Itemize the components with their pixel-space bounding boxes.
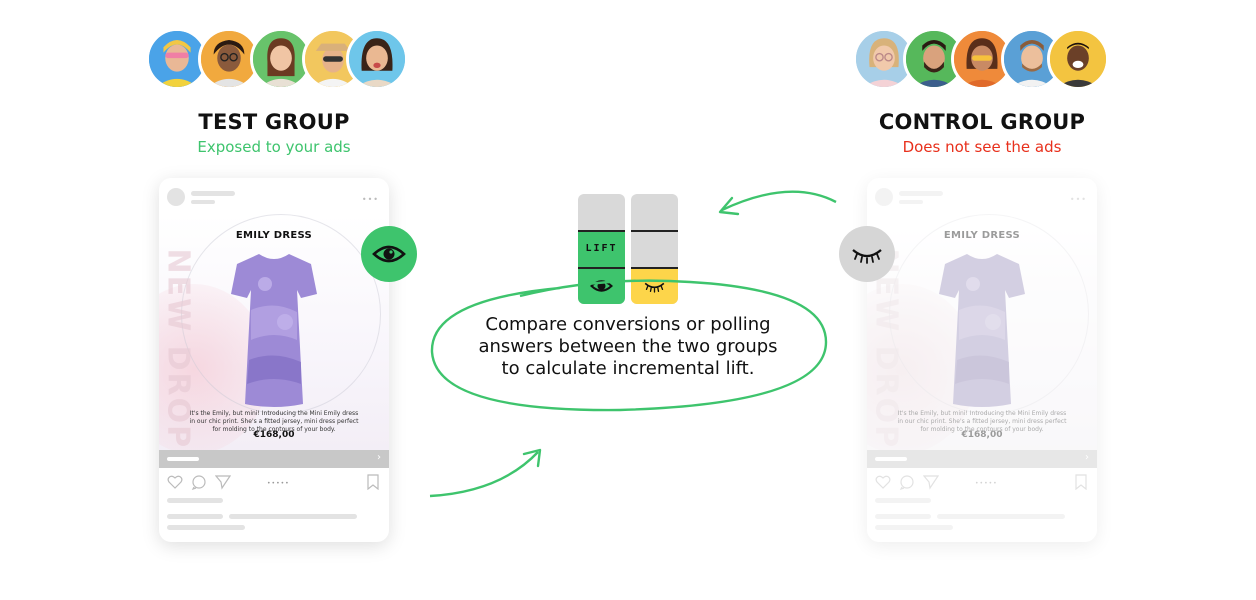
eye-closed-icon bbox=[644, 282, 665, 293]
arrow-from-test bbox=[429, 451, 539, 498]
arrow-from-control-head bbox=[718, 196, 740, 216]
avatar bbox=[903, 28, 965, 90]
control-group-avatars bbox=[853, 28, 1109, 90]
heart-icon[interactable] bbox=[167, 474, 183, 490]
avatar bbox=[346, 28, 408, 90]
test-group-title: TEST GROUP bbox=[198, 110, 350, 134]
post-avatar bbox=[875, 188, 893, 206]
share-icon[interactable] bbox=[923, 474, 939, 490]
test-ad-post: ••• NEW DROP EMILY DRESS It's the Emily,… bbox=[159, 178, 389, 542]
product-price: €168,00 bbox=[253, 430, 295, 440]
eye-open-icon bbox=[361, 226, 417, 282]
carousel-dots: ••••• bbox=[267, 480, 290, 487]
avatar bbox=[853, 28, 915, 90]
bar-divider bbox=[578, 267, 625, 269]
chevron-right-icon: › bbox=[377, 452, 381, 463]
post-actions: ••••• bbox=[875, 474, 1089, 492]
product-price: €168,00 bbox=[961, 430, 1003, 440]
comment-icon[interactable] bbox=[191, 474, 207, 490]
caption-placeholder bbox=[875, 514, 931, 519]
chevron-right-icon: › bbox=[1085, 452, 1089, 463]
post-username-placeholder bbox=[899, 191, 943, 196]
cta-bar[interactable]: › bbox=[867, 450, 1097, 468]
faded-post: ••• NEW DROP EMILY DRESS It's the Emily,… bbox=[867, 178, 1097, 542]
comparison-ellipse bbox=[430, 279, 828, 412]
product-name: EMILY DRESS bbox=[943, 230, 1021, 241]
control-group-subtitle: Does not see the ads bbox=[902, 138, 1062, 156]
test-group-subtitle: Exposed to your ads bbox=[197, 138, 351, 156]
likes-placeholder bbox=[875, 498, 931, 503]
bookmark-icon[interactable] bbox=[365, 474, 381, 490]
heart-icon[interactable] bbox=[875, 474, 891, 490]
avatar bbox=[951, 28, 1013, 90]
ad-creative: NEW DROP EMILY DRESS It's the Emily, but… bbox=[867, 214, 1097, 450]
decorative-circle bbox=[181, 214, 381, 414]
control-group-title: CONTROL GROUP bbox=[878, 110, 1086, 134]
cta-bar[interactable]: › bbox=[159, 450, 389, 468]
eye-closed-icon bbox=[839, 226, 895, 282]
caption-placeholder bbox=[229, 514, 357, 519]
comparison-text: Compare conversions or polling answers b… bbox=[430, 314, 826, 380]
unexposed-lift-bar bbox=[631, 194, 678, 304]
post-actions: ••••• bbox=[167, 474, 381, 492]
product-description: It's the Emily, but mini! Introducing th… bbox=[189, 410, 359, 433]
product-name: EMILY DRESS bbox=[235, 230, 313, 241]
post-subtitle-placeholder bbox=[899, 200, 923, 204]
avatar bbox=[146, 28, 208, 90]
comparison-text-line: to calculate incremental lift. bbox=[501, 358, 755, 379]
caption-placeholder bbox=[875, 525, 953, 530]
bar-divider bbox=[631, 267, 678, 269]
caption-placeholder bbox=[167, 525, 245, 530]
arrow-from-control bbox=[721, 190, 837, 212]
exposed-lift-bar: LIFT bbox=[578, 194, 625, 304]
ad-creative: NEW DROP EMILY DRESS It's the Emily, but… bbox=[159, 214, 389, 450]
comparison-text-line: Compare conversions or polling bbox=[485, 314, 771, 335]
dress-image bbox=[231, 254, 317, 407]
bar-divider bbox=[578, 230, 625, 232]
comparison-text-line: answers between the two groups bbox=[478, 336, 778, 357]
arrow-from-test-head bbox=[522, 448, 542, 468]
likes-placeholder bbox=[167, 498, 223, 503]
post-avatar bbox=[167, 188, 185, 206]
caption-placeholder bbox=[937, 514, 1065, 519]
bar-fill-yellow bbox=[631, 267, 678, 304]
avatar bbox=[1047, 28, 1109, 90]
product-description: It's the Emily, but mini! Introducing th… bbox=[897, 410, 1067, 433]
more-icon: ••• bbox=[361, 195, 379, 204]
share-icon[interactable] bbox=[215, 474, 231, 490]
bookmark-icon[interactable] bbox=[1073, 474, 1089, 490]
comment-icon[interactable] bbox=[899, 474, 915, 490]
bar-divider bbox=[631, 230, 678, 232]
more-icon: ••• bbox=[1069, 195, 1087, 204]
post-username-placeholder bbox=[191, 191, 235, 196]
post-subtitle-placeholder bbox=[191, 200, 215, 204]
decorative-circle bbox=[889, 214, 1089, 414]
lift-label: LIFT bbox=[585, 243, 618, 254]
cta-label-placeholder bbox=[167, 457, 199, 461]
test-group-avatars bbox=[146, 28, 408, 90]
dress-image bbox=[939, 254, 1025, 407]
carousel-dots: ••••• bbox=[975, 480, 998, 487]
cta-label-placeholder bbox=[875, 457, 907, 461]
caption-placeholder bbox=[167, 514, 223, 519]
control-ad-post: ••• NEW DROP EMILY DRESS It's the Emily,… bbox=[867, 178, 1097, 542]
